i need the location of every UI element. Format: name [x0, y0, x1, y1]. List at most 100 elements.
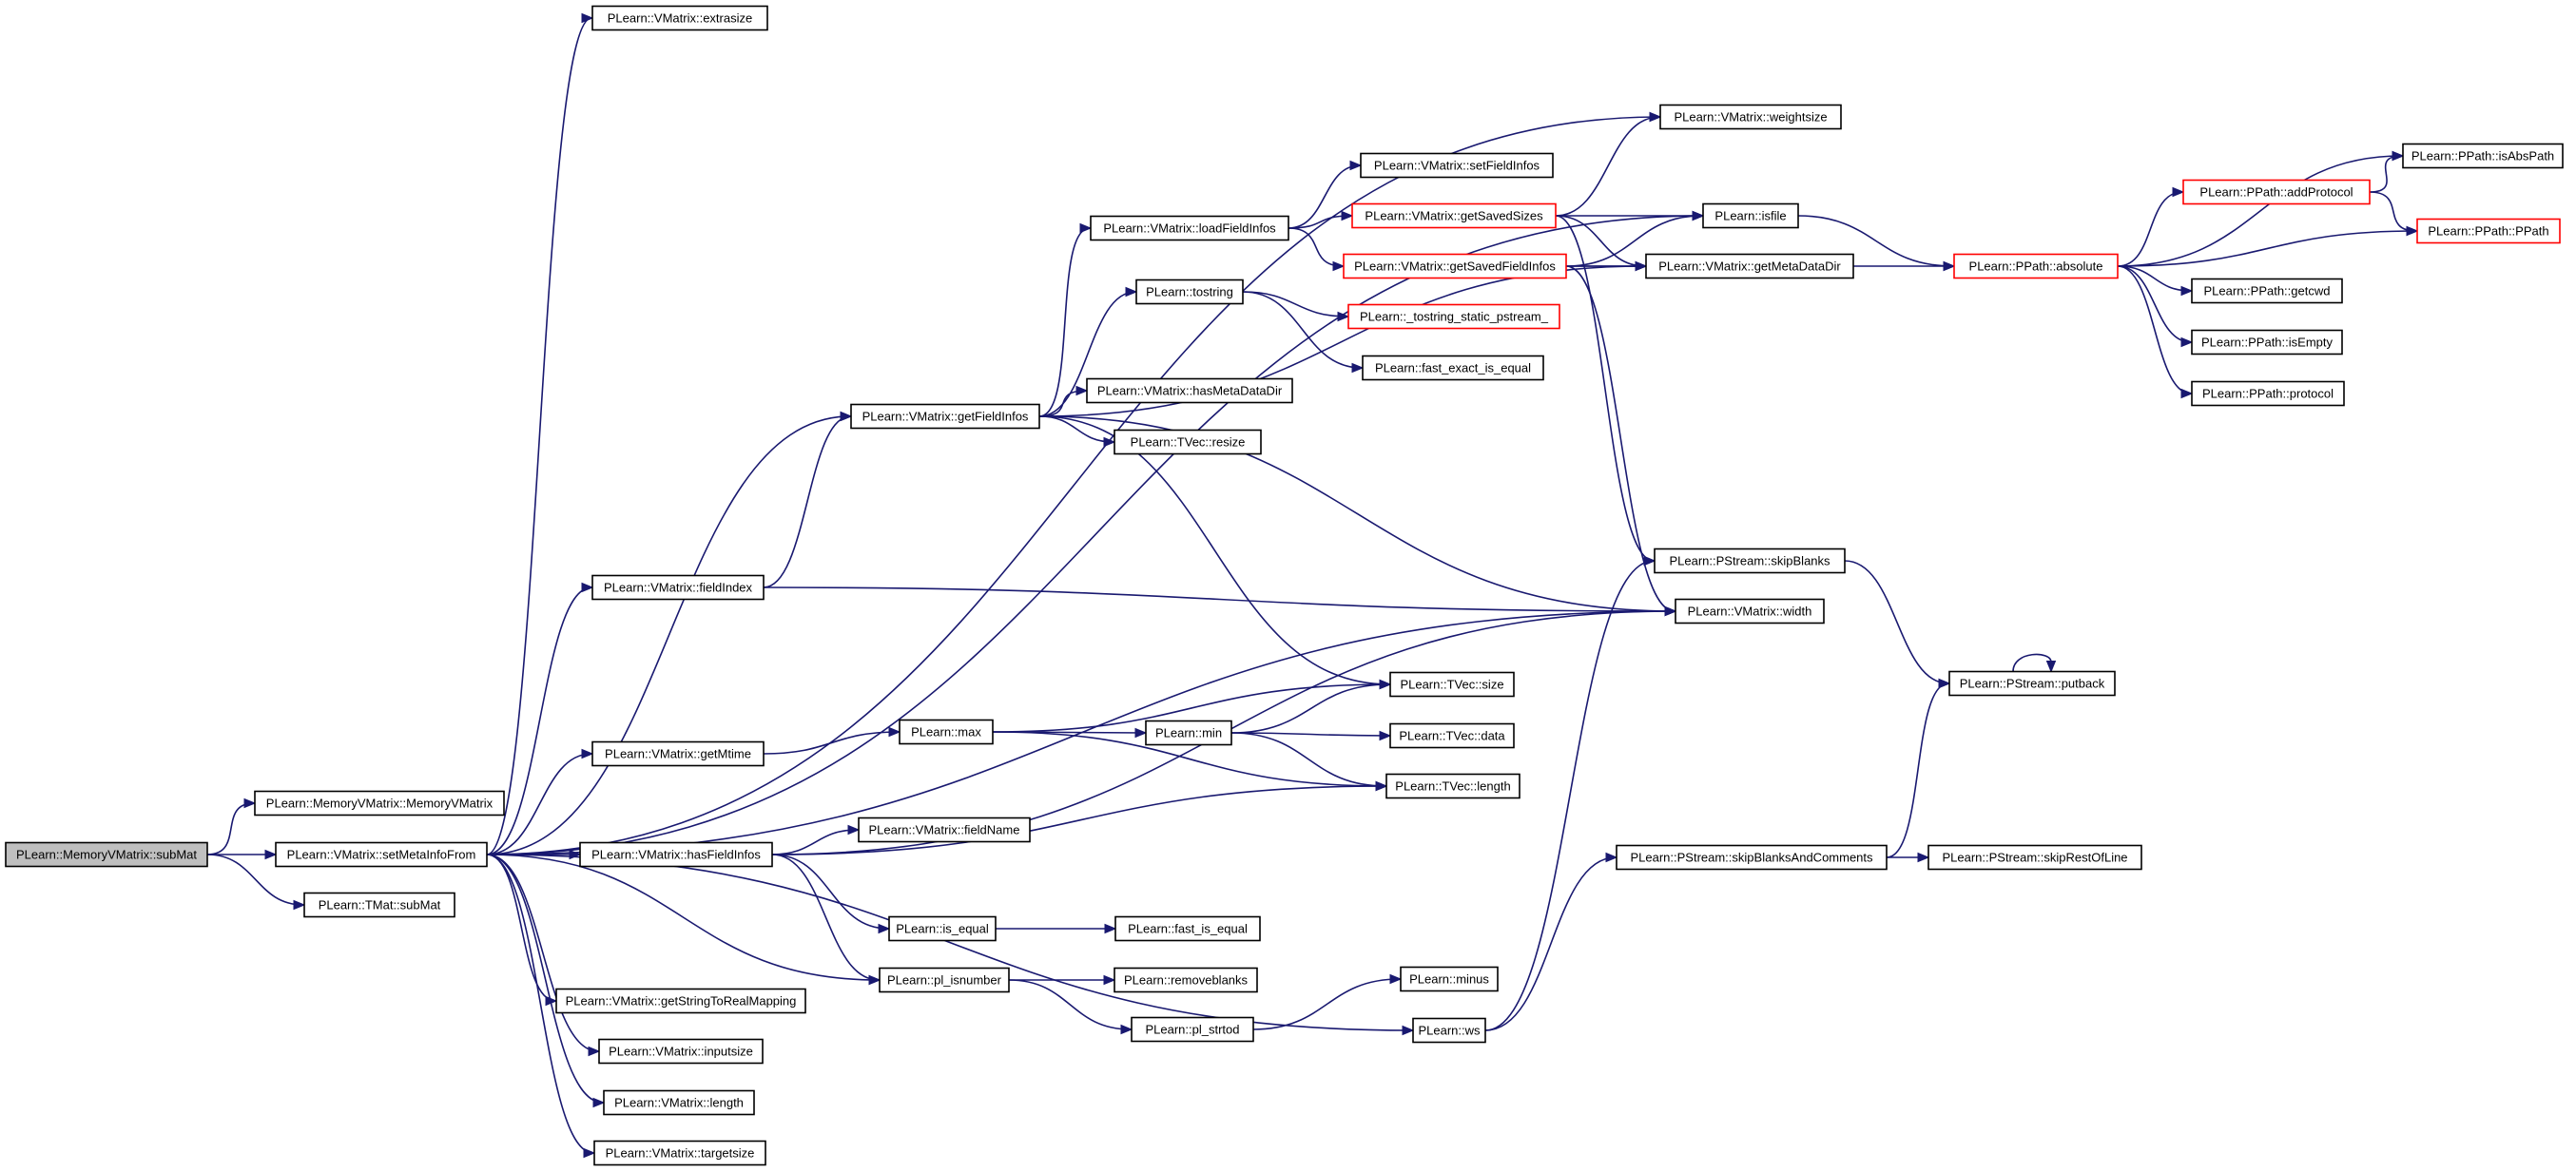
node-isfile[interactable]: PLearn::isfile [1702, 202, 1799, 229]
node-weightsize[interactable]: PLearn::VMatrix::weightsize [1659, 104, 1842, 130]
node-box [2191, 329, 2343, 355]
node-getMetaDataDir[interactable]: PLearn::VMatrix::getMetaDataDir [1645, 253, 1854, 279]
node-targetsize[interactable]: PLearn::VMatrix::targetsize [593, 1140, 766, 1166]
node-box [591, 740, 765, 767]
edge-arrowhead [1379, 679, 1392, 690]
node-box [1953, 253, 2119, 279]
edge-arrowhead [1134, 727, 1148, 739]
node-label: PLearn::isfile [1714, 209, 1786, 223]
node-resize[interactable]: PLearn::TVec::resize [1114, 429, 1262, 455]
node-box [888, 915, 997, 942]
node-isEmpty[interactable]: PLearn::PPath::isEmpty [2191, 329, 2343, 355]
edge-arrowhead [1649, 111, 1662, 123]
node-label: PLearn::VMatrix::getSavedSizes [1365, 209, 1543, 223]
node-pl_strtod[interactable]: PLearn::pl_strtod [1131, 1016, 1254, 1043]
edge-hasFieldInfos-to-tlength [771, 780, 1388, 855]
node-protocol[interactable]: PLearn::PPath::protocol [2191, 380, 2345, 407]
node-tostring[interactable]: PLearn::tostring [1135, 279, 1244, 305]
node-label: PLearn::VMatrix::setMetaInfoFrom [287, 848, 476, 862]
edge-absolute-to-PPath [2117, 225, 2419, 267]
node-getStringToRealMapping[interactable]: PLearn::VMatrix::getStringToRealMapping [555, 988, 806, 1014]
node-isAbsPath[interactable]: PLearn::PPath::isAbsPath [2402, 143, 2564, 169]
node-ws[interactable]: PLearn::ws [1412, 1017, 1486, 1044]
edge-arrowhead [1349, 160, 1363, 171]
node-label: PLearn::VMatrix::loadFieldInfos [1103, 221, 1276, 236]
node-min[interactable]: PLearn::min [1145, 720, 1232, 746]
edge-arrowhead [1120, 1024, 1133, 1035]
node-label: PLearn::removeblanks [1124, 973, 1249, 988]
node-getFieldInfos[interactable]: PLearn::VMatrix::getFieldInfos [850, 403, 1040, 430]
node-skipBlanksAndComments[interactable]: PLearn::PStream::skipBlanksAndComments [1616, 844, 1888, 871]
node-max[interactable]: PLearn::max [899, 719, 994, 745]
node-setMetaInfoFrom[interactable]: PLearn::VMatrix::setMetaInfoFrom [275, 841, 488, 868]
node-width[interactable]: PLearn::VMatrix::width [1675, 598, 1825, 624]
node-label: PLearn::VMatrix::getFieldInfos [862, 410, 1029, 424]
node-is_equal[interactable]: PLearn::is_equal [888, 915, 997, 942]
node-box [1343, 253, 1567, 279]
node-label: PLearn::TVec::data [1399, 729, 1505, 743]
node-fast_is_equal[interactable]: PLearn::fast_is_equal [1114, 915, 1261, 942]
edge-getFieldInfos-to-hasMetaDataDir [1038, 385, 1089, 417]
edge-setMetaInfoFrom-to-fieldIndex [486, 582, 594, 855]
node-box [555, 988, 806, 1014]
node-label: PLearn::PPath::protocol [2202, 387, 2334, 401]
node-getSavedFieldInfos[interactable]: PLearn::VMatrix::getSavedFieldInfos [1343, 253, 1567, 279]
node-fieldIndex[interactable]: PLearn::VMatrix::fieldIndex [591, 574, 765, 601]
node-label: PLearn::VMatrix::getMetaDataDir [1658, 259, 1841, 274]
node-minus[interactable]: PLearn::minus [1400, 966, 1499, 992]
node-label: PLearn::minus [1409, 972, 1489, 987]
edge-arrowhead [592, 1097, 606, 1108]
node-label: PLearn::PPath::absolute [1969, 259, 2103, 274]
node-tlength[interactable]: PLearn::TVec::length [1385, 773, 1520, 799]
node-TMatsubMat[interactable]: PLearn::TMat::subMat [303, 892, 455, 918]
node-skipRestOfLine[interactable]: PLearn::PStream::skipRestOfLine [1927, 844, 2142, 871]
node-box [2402, 143, 2564, 169]
node-box [591, 574, 765, 601]
node-removeblanks[interactable]: PLearn::removeblanks [1114, 967, 1258, 993]
edge-getSavedSizes-to-weightsize [1555, 111, 1662, 217]
node-label: PLearn::pl_strtod [1145, 1023, 1239, 1037]
node-getcwd[interactable]: PLearn::PPath::getcwd [2191, 278, 2343, 304]
edge-fieldIndex-to-getFieldInfos [763, 411, 853, 588]
node-pl_isnumber[interactable]: PLearn::pl_isnumber [879, 967, 1010, 993]
node-putback[interactable]: PLearn::PStream::putback [1948, 670, 2116, 697]
node-hasFieldInfos[interactable]: PLearn::VMatrix::hasFieldInfos [579, 841, 773, 868]
edge-arrowhead [2172, 186, 2185, 198]
node-label: PLearn::MemoryVMatrix::subMat [16, 848, 197, 862]
edge-arrowhead [293, 899, 306, 911]
node-extrasize[interactable]: PLearn::VMatrix::extrasize [591, 5, 768, 31]
node-box [1114, 915, 1261, 942]
edge-subMat-to-setMetaInfoFrom [207, 849, 278, 860]
node-tostring_static[interactable]: PLearn::_tostring_static_pstream_ [1347, 303, 1560, 330]
node-loadFieldInfos[interactable]: PLearn::VMatrix::loadFieldInfos [1090, 215, 1289, 241]
node-label: PLearn::PStream::skipRestOfLine [1942, 851, 2127, 865]
node-getSavedSizes[interactable]: PLearn::VMatrix::getSavedSizes [1351, 202, 1557, 229]
node-setFieldInfos[interactable]: PLearn::VMatrix::setFieldInfos [1360, 152, 1554, 179]
node-size[interactable]: PLearn::TVec::size [1389, 671, 1515, 698]
node-data[interactable]: PLearn::TVec::data [1389, 722, 1515, 749]
node-getMtime[interactable]: PLearn::VMatrix::getMtime [591, 740, 765, 767]
edge-arrowhead [2392, 150, 2405, 162]
edge-getMtime-to-max [763, 726, 901, 755]
node-MemoryVMatrix[interactable]: PLearn::MemoryVMatrix::MemoryVMatrix [254, 790, 505, 817]
edge-arrowhead [2180, 285, 2194, 297]
node-addProtocol[interactable]: PLearn::PPath::addProtocol [2182, 179, 2371, 205]
edge-putback-to-putback [2012, 653, 2057, 673]
node-hasMetaDataDir[interactable]: PLearn::VMatrix::hasMetaDataDir [1086, 377, 1293, 404]
node-subMat[interactable]: PLearn::MemoryVMatrix::subMat [5, 841, 208, 868]
node-vlength[interactable]: PLearn::VMatrix::length [603, 1089, 755, 1116]
node-absolute[interactable]: PLearn::PPath::absolute [1953, 253, 2119, 279]
edge-hasFieldInfos-to-pl_isnumber [771, 854, 881, 986]
node-label: PLearn::TMat::subMat [319, 898, 441, 913]
node-fieldName[interactable]: PLearn::VMatrix::fieldName [858, 817, 1031, 843]
node-fast_exact_is_equal[interactable]: PLearn::fast_exact_is_equal [1362, 355, 1544, 381]
edge-arrowhead [1664, 605, 1677, 617]
node-box [579, 841, 773, 868]
node-inputsize[interactable]: PLearn::VMatrix::inputsize [598, 1038, 764, 1065]
edge-pl_isnumber-to-removeblanks [1009, 974, 1116, 986]
node-PPath[interactable]: PLearn::PPath::PPath [2416, 218, 2561, 244]
edge-tostring-to-tostring_static [1242, 291, 1350, 322]
node-skipBlanks[interactable]: PLearn::PStream::skipBlanks [1654, 548, 1846, 574]
edge-arrowhead [2180, 336, 2194, 348]
node-label: PLearn::fast_exact_is_equal [1375, 361, 1531, 375]
